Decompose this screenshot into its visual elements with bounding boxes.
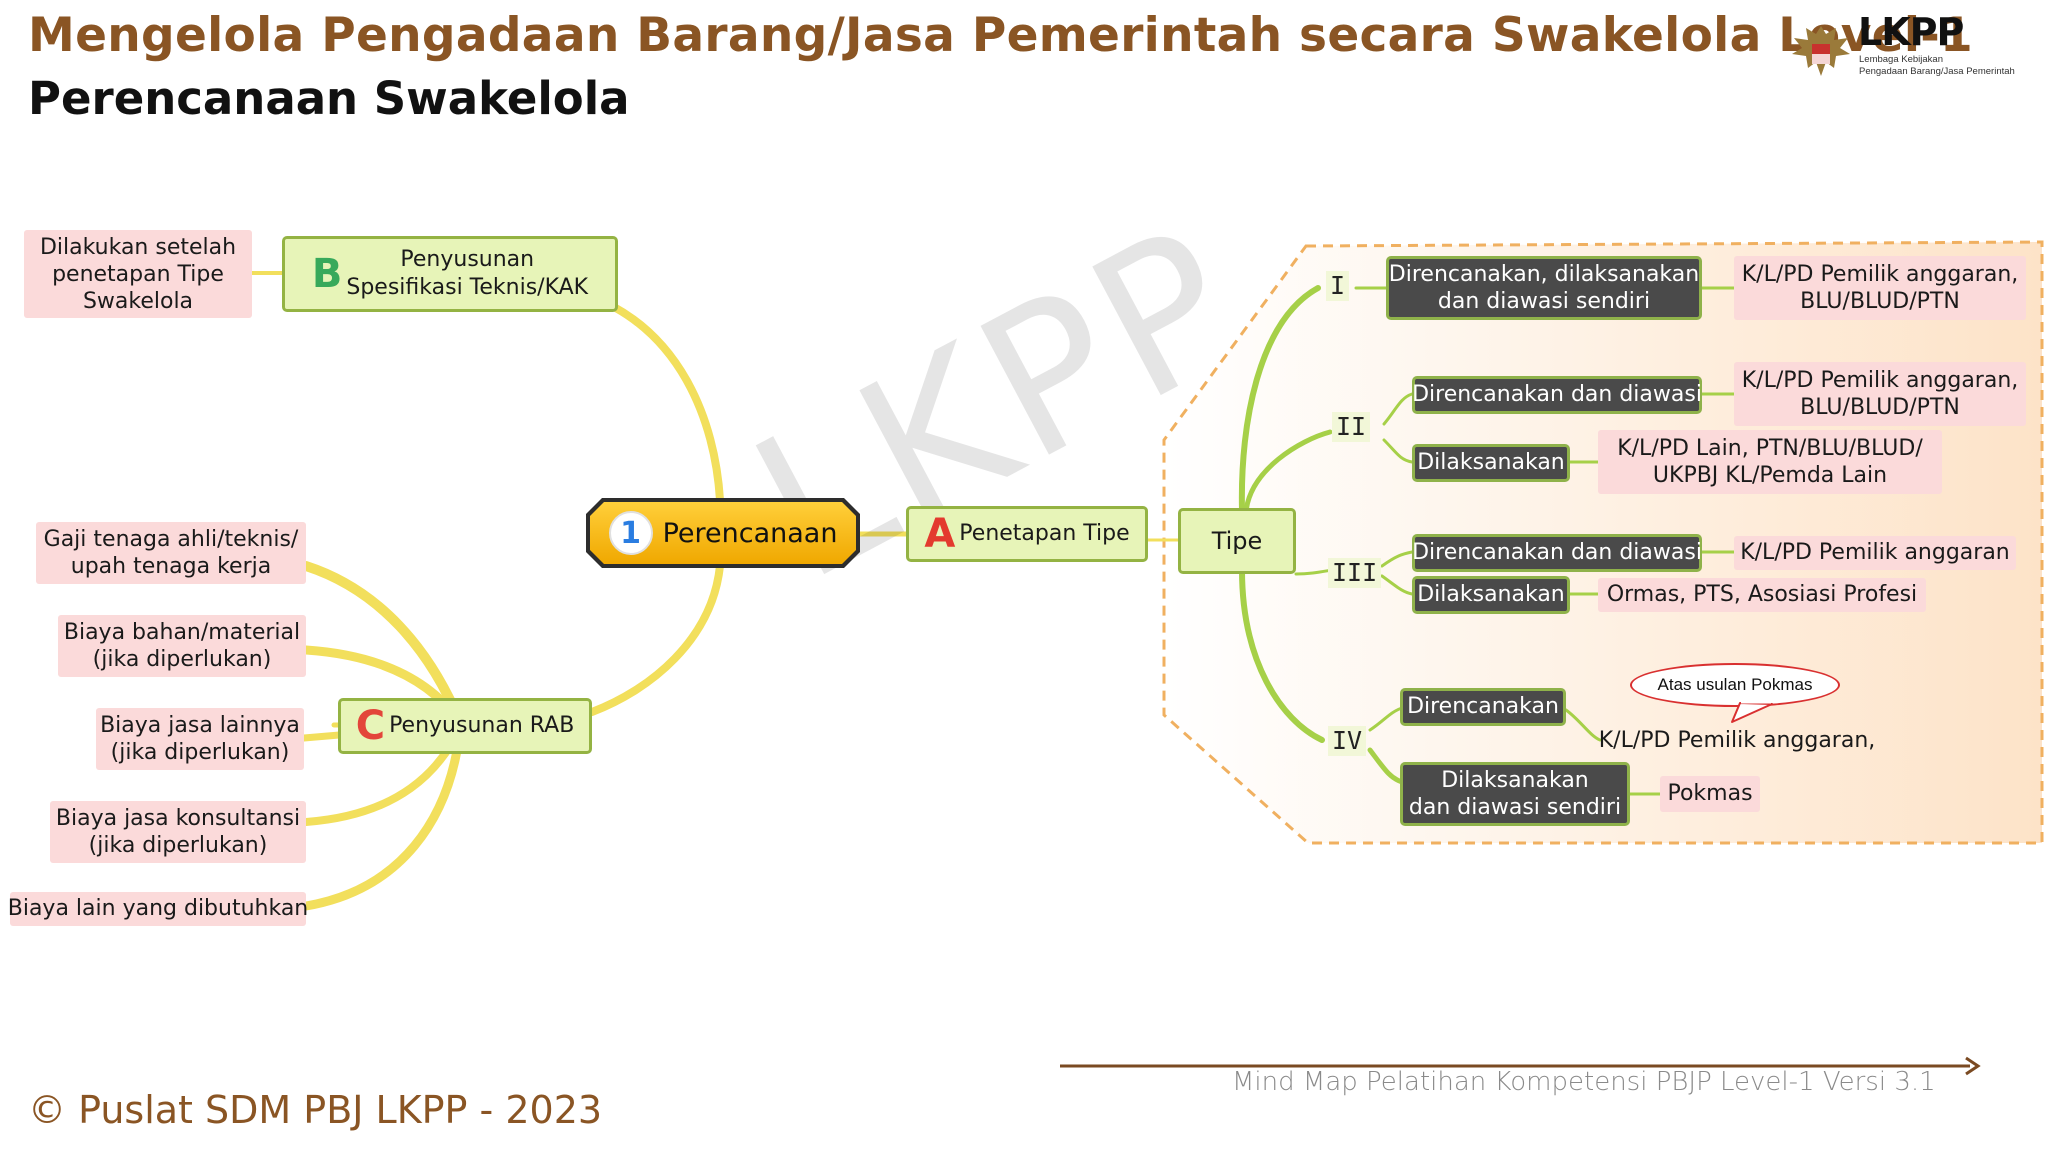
type-iii-exec-owner: Ormas, PTS, Asosiasi Profesi <box>1598 578 1926 612</box>
rab-item-gaji: Gaji tenaga ahli/teknis/ upah tenaga ker… <box>36 522 306 584</box>
center-label: Perencanaan <box>662 517 838 549</box>
number-one-icon: 1 <box>608 511 653 555</box>
link-iii-exec <box>1380 574 1414 596</box>
logo-subtitle: Lembaga Kebijakan Pengadaan Barang/Jasa … <box>1859 54 2015 77</box>
spesifikasi-label-line2: Spesifikasi Teknis/KAK <box>346 275 589 300</box>
letter-c-icon: C <box>355 703 386 749</box>
link-c-item5 <box>301 725 465 911</box>
link-tipe-i <box>1238 285 1321 513</box>
logo-wordmark: LKPP <box>1858 10 1964 54</box>
link-tipe-ii <box>1243 429 1333 515</box>
type-iv-numeral: IV <box>1328 726 1367 756</box>
page-subtitle: Perencanaan Swakelola <box>28 72 630 125</box>
type-i-owner: K/L/PD Pemilik anggaran, BLU/BLUD/PTN <box>1734 256 2026 320</box>
rab-item-bahan: Biaya bahan/material (jika diperlukan) <box>58 615 306 677</box>
type-iii-exec[interactable]: Dilaksanakan <box>1412 576 1570 614</box>
rab-item-konsultansi: Biaya jasa konsultansi (jika diperlukan) <box>50 801 306 863</box>
center-node-perencanaan[interactable]: 1 Perencanaan <box>590 502 856 564</box>
link-center-c <box>588 562 724 716</box>
link-ii-plan <box>1382 392 1414 426</box>
type-ii-exec[interactable]: Dilaksanakan <box>1412 444 1570 482</box>
link-iv-plan <box>1368 706 1404 732</box>
type-ii-plan[interactable]: Direncanakan dan diawasi <box>1412 376 1702 414</box>
footer-caption: Mind Map Pelatihan Kompetensi PBJP Level… <box>1232 1067 1936 1097</box>
type-iv-exec[interactable]: Dilaksanakan dan diawasi sendiri <box>1400 762 1630 826</box>
penyusunan-rab-label: Penyusunan RAB <box>389 713 575 738</box>
type-i-numeral: I <box>1326 271 1350 301</box>
type-iii-numeral: III <box>1328 558 1382 588</box>
page-title: Mengelola Pengadaan Barang/Jasa Pemerint… <box>28 8 1974 63</box>
node-penetapan-tipe[interactable]: A Penetapan Tipe <box>906 506 1148 562</box>
type-iv-plan-owner: K/L/PD Pemilik anggaran, <box>1598 728 1876 753</box>
callout-usulan-pokmas: Atas usulan Pokmas <box>1630 663 1840 707</box>
type-ii-exec-owner: K/L/PD Lain, PTN/BLU/BLUD/ UKPBJ KL/Pemd… <box>1598 430 1942 494</box>
link-ii-exec <box>1382 438 1414 464</box>
type-iv-exec-owner: Pokmas <box>1660 776 1760 812</box>
link-tipe-iv <box>1239 567 1325 743</box>
link-c-item1 <box>301 561 465 727</box>
letter-b-icon: B <box>311 251 343 297</box>
node-tipe[interactable]: Tipe <box>1178 508 1296 574</box>
node-spesifikasi-teknis[interactable]: B Penyusunan Spesifikasi Teknis/KAK <box>282 236 618 312</box>
footer-copyright: © Puslat SDM PBJ LKPP - 2023 <box>28 1088 603 1132</box>
link-iv-plan-owner <box>1564 708 1602 742</box>
type-ii-plan-owner: K/L/PD Pemilik anggaran, BLU/BLUD/PTN <box>1734 362 2026 426</box>
spesifikasi-label-line1: Penyusunan <box>400 247 535 272</box>
link-iv-exec <box>1367 747 1405 785</box>
rab-item-jasa-lainnya: Biaya jasa lainnya (jika diperlukan) <box>96 708 304 770</box>
garuda-emblem-icon <box>1792 26 1850 76</box>
letter-a-icon: A <box>924 511 956 557</box>
note-after-tipe: Dilakukan setelah penetapan Tipe Swakelo… <box>24 230 252 318</box>
rab-item-lain: Biaya lain yang dibutuhkan <box>8 892 308 926</box>
node-penyusunan-rab[interactable]: C Penyusunan RAB <box>338 698 592 754</box>
type-ii-numeral: II <box>1332 412 1371 442</box>
type-iii-plan-owner: K/L/PD Pemilik anggaran <box>1734 536 2016 570</box>
type-iv-plan[interactable]: Direncanakan <box>1400 688 1566 726</box>
link-center-b <box>586 292 724 504</box>
penetapan-tipe-label: Penetapan Tipe <box>959 521 1130 546</box>
footer-arrow <box>1060 1056 1981 1076</box>
link-iii-plan <box>1380 550 1414 568</box>
lkpp-logo: LKPP Lembaga Kebijakan Pengadaan Barang/… <box>1790 10 2030 86</box>
type-iii-plan[interactable]: Direncanakan dan diawasi <box>1412 534 1702 572</box>
type-i-action[interactable]: Direncanakan, dilaksanakan dan diawasi s… <box>1386 256 1702 320</box>
